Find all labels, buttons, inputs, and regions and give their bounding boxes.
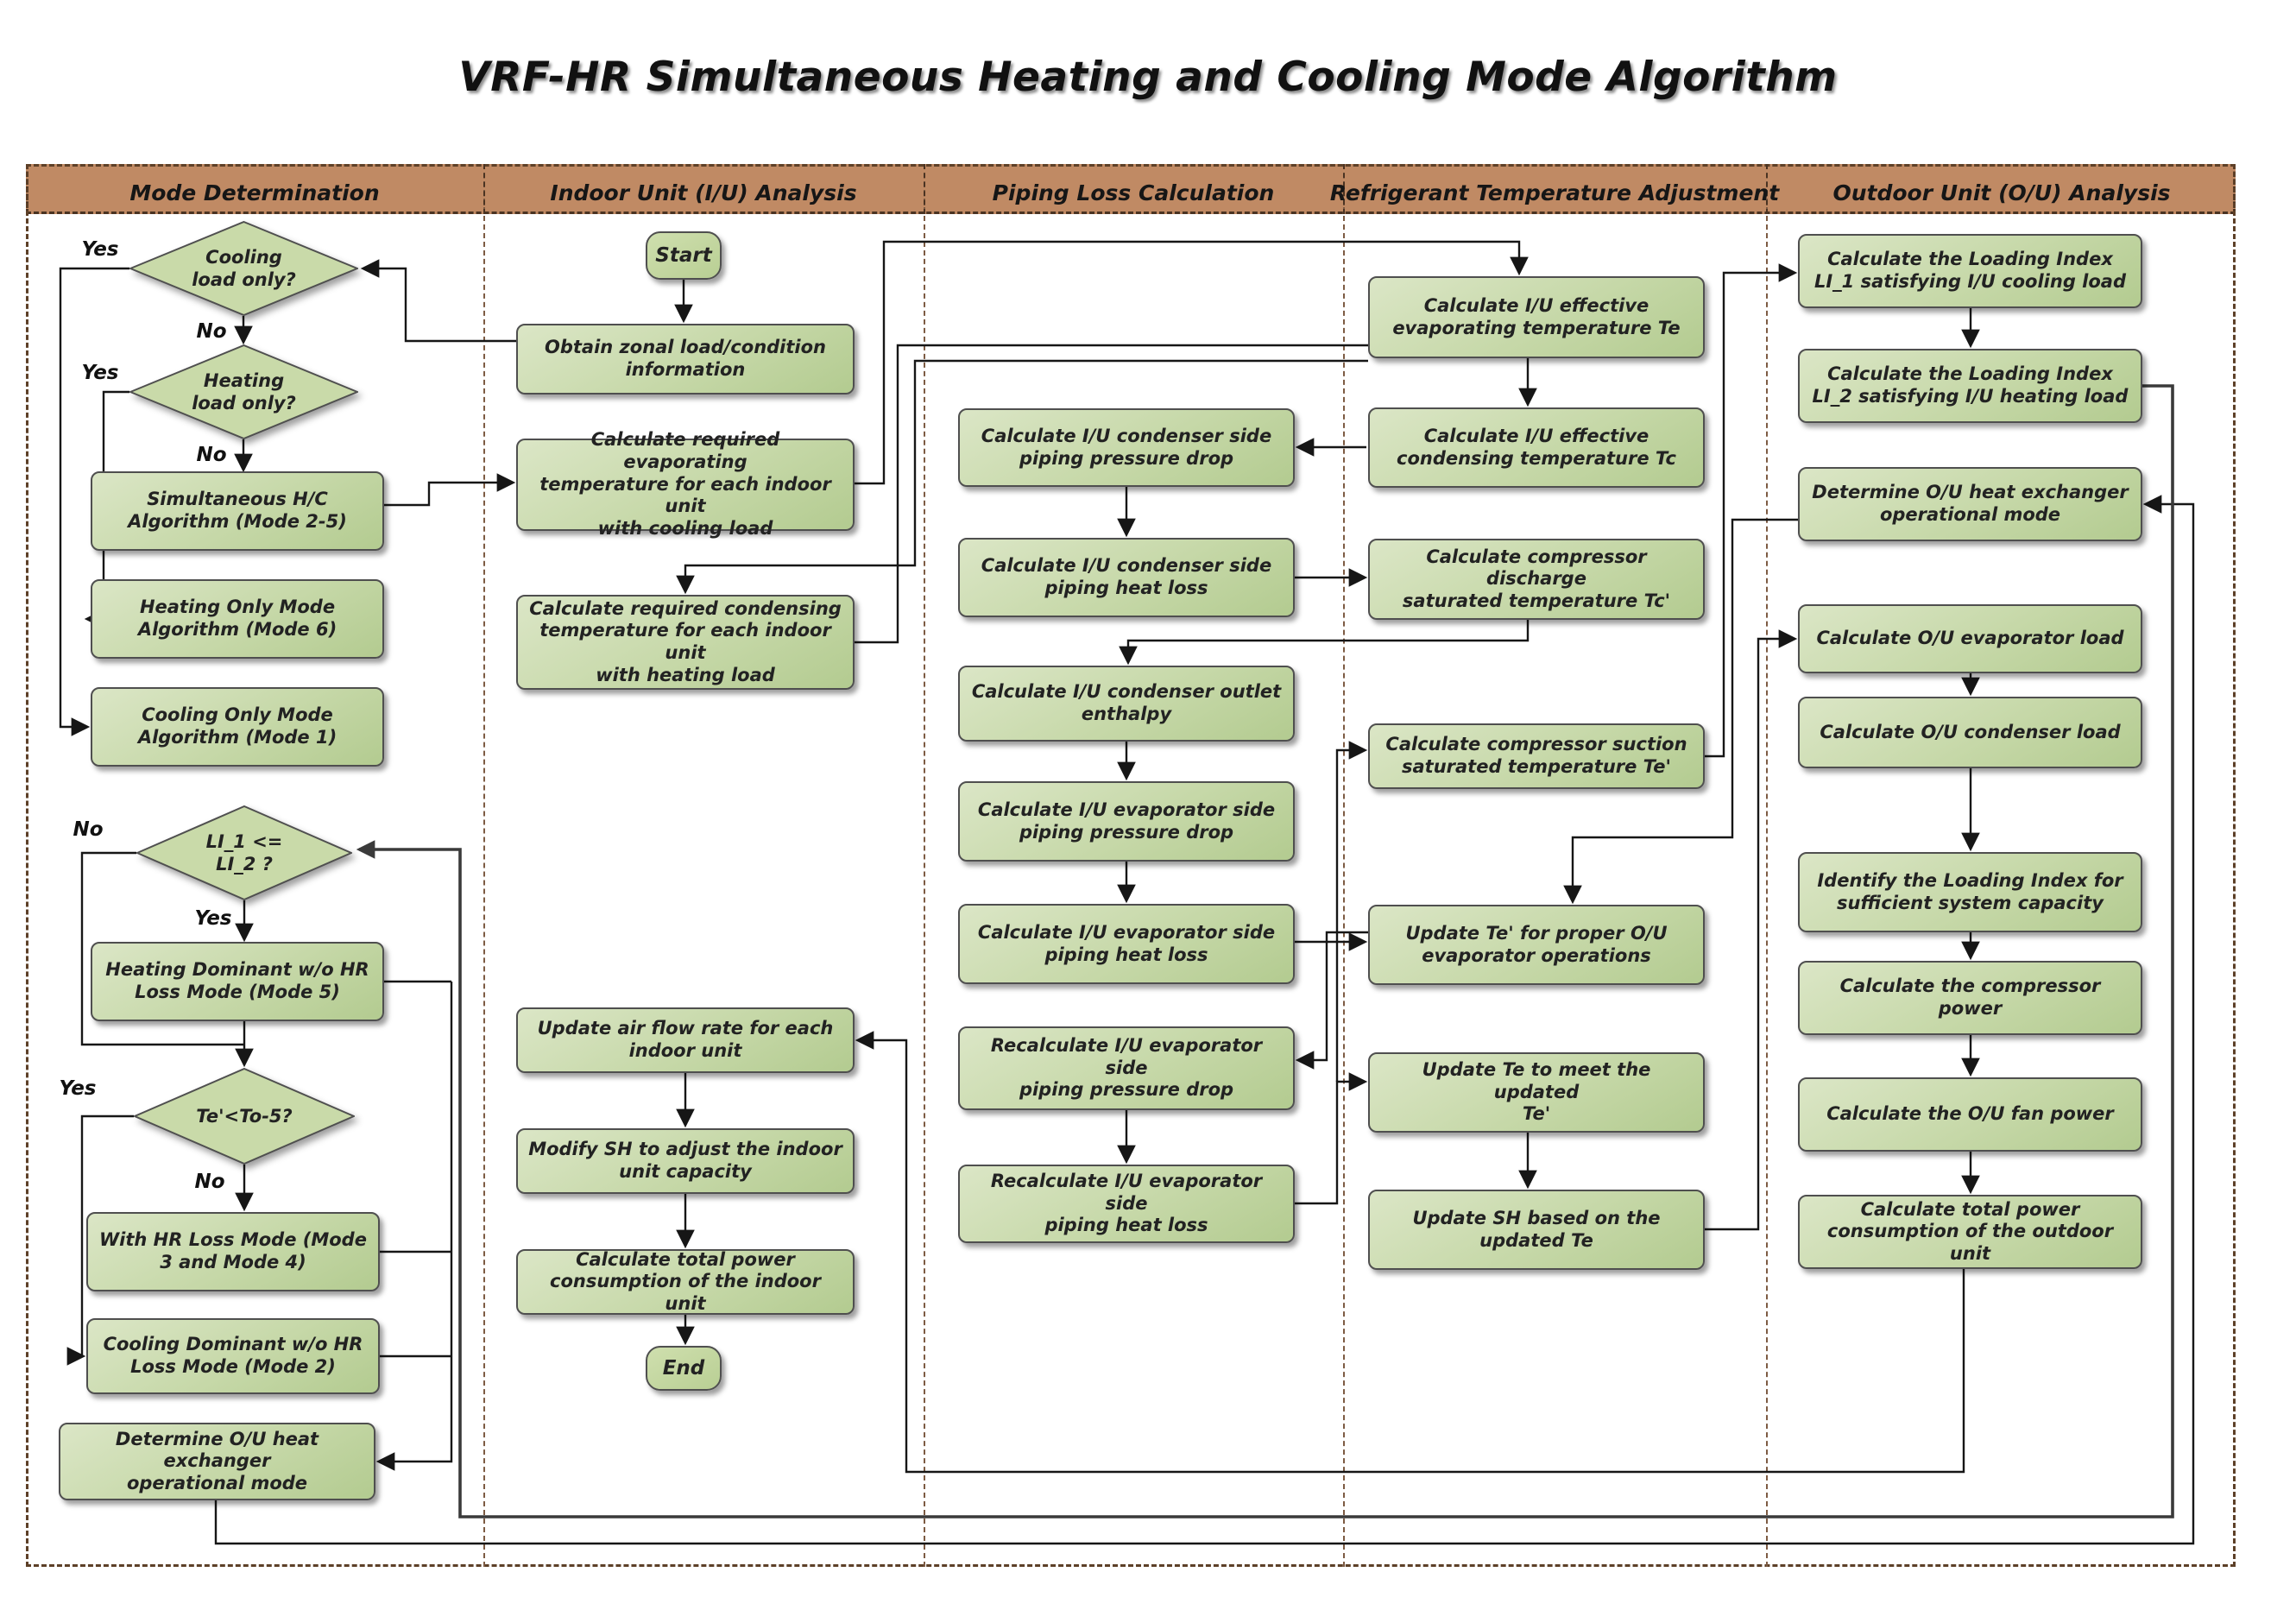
lane-separator (1766, 164, 1768, 1567)
connector-arrow (1563, 518, 1798, 905)
node-determine-ou-hx-mode-right: Determine O/U heat exchanger operational… (1798, 467, 2142, 541)
lane-header-separator (924, 164, 925, 214)
node-update-sh: Update SH based on the updated Te (1368, 1190, 1705, 1270)
connector-arrow (676, 359, 1368, 595)
node-identify-loading-index: Identify the Loading Index for sufficien… (1798, 852, 2142, 932)
node-calc-total-power-ou: Calculate total power consumption of the… (1798, 1195, 2142, 1269)
lane-header-separator (1343, 164, 1345, 214)
edge-label-yes-2: Yes (81, 362, 119, 384)
connector-arrow (360, 259, 516, 343)
node-label: LI_1 <= LI_2 ? (205, 830, 283, 874)
lane-header-0: Mode Determination (129, 180, 380, 205)
lane-header-2: Piping Loss Calculation (992, 180, 1275, 205)
connector-arrow (855, 344, 1537, 644)
node-calc-required-evap-temp: Calculate required evaporating temperatu… (516, 429, 855, 539)
node-te-lt-to5-decision: Te'<To-5? (134, 1068, 355, 1165)
lane-header-3: Refrigerant Temperature Adjustment (1329, 180, 1780, 205)
lane-separator (483, 164, 485, 1567)
node-label: Te'<To-5? (196, 1105, 293, 1127)
edge-label-no-4: No (73, 818, 104, 841)
node-calc-evap-piping-drop: Calculate I/U evaporator side piping pre… (958, 781, 1295, 862)
node-simultaneous-hc-algorithm: Simultaneous H/C Algorithm (Mode 2-5) (91, 471, 384, 551)
node-heating-load-only-decision: Heating load only? (129, 344, 358, 439)
edge-label-no-3: No (196, 444, 227, 466)
node-calc-cond-outlet-enthalpy: Calculate I/U condenser outlet enthalpy (958, 666, 1295, 742)
node-calc-compressor-power: Calculate the compressor power (1798, 961, 2142, 1035)
node-cooling-only-mode: Cooling Only Mode Algorithm (Mode 1) (91, 687, 384, 767)
node-calc-total-power-iu: Calculate total power consumption of the… (516, 1249, 855, 1315)
diamond-shape (129, 221, 358, 316)
connector-arrow (1295, 1072, 1368, 1205)
node-modify-sh: Modify SH to adjust the indoor unit capa… (516, 1128, 855, 1194)
node-calc-ou-fan-power: Calculate the O/U fan power (1798, 1077, 2142, 1152)
connector-arrow (375, 982, 453, 1471)
connector-arrow (66, 1114, 134, 1366)
node-with-hr-loss-mode: With HR Loss Mode (Mode 3 and Mode 4) (86, 1212, 380, 1291)
node-recalc-evap-piping-heat-loss: Recalculate I/U evaporator side piping h… (958, 1165, 1295, 1243)
node-calc-li2: Calculate the Loading Index LI_2 satisfy… (1798, 349, 2142, 423)
connector-arrow (59, 267, 129, 736)
lane-separator (924, 164, 925, 1567)
lane-header-separator (1766, 164, 1768, 214)
node-obtain-zonal-info: Obtain zonal load/condition information (516, 324, 855, 395)
connector-arrow (214, 495, 2195, 1545)
diamond-shape (136, 805, 352, 900)
swimlane-frame (26, 164, 2236, 1567)
lane-header-4: Outdoor Unit (O/U) Analysis (1832, 180, 2171, 205)
node-heating-dominant-mode5: Heating Dominant w/o HR Loss Mode (Mode … (91, 942, 384, 1021)
node-update-te: Update Te to meet the updated Te' (1368, 1052, 1705, 1133)
node-calc-cond-piping-heat-loss: Calculate I/U condenser side piping heat… (958, 538, 1295, 617)
node-calc-li1: Calculate the Loading Index LI_1 satisfy… (1798, 234, 2142, 308)
node-update-air-flow: Update air flow rate for each indoor uni… (516, 1007, 855, 1073)
node-calc-suction-te-prime: Calculate compressor suction saturated t… (1368, 723, 1705, 789)
node-calc-effective-tc: Calculate I/U effective condensing tempe… (1368, 407, 1705, 488)
diamond-shape (134, 1068, 355, 1165)
node-cooling-load-only-decision: Cooling load only? (129, 221, 358, 316)
node-calc-ou-cond-load: Calculate O/U condenser load (1798, 697, 2142, 768)
node-determine-ou-hx-mode-left: Determine O/U heat exchanger operational… (59, 1423, 375, 1500)
connector-arrow (356, 384, 2174, 1518)
diamond-shape (129, 344, 358, 439)
connector-arrow (1295, 931, 1368, 1070)
node-update-te-prime: Update Te' for proper O/U evaporator ope… (1368, 905, 1705, 985)
edge-label-yes-6: Yes (59, 1077, 97, 1100)
node-label: Heating load only? (192, 369, 296, 414)
node-label: Cooling load only? (192, 246, 296, 290)
node-calc-discharge-tc-prime: Calculate compressor discharge saturated… (1368, 539, 1705, 620)
lane-separator (1343, 164, 1345, 1567)
connector-arrow (1119, 620, 1530, 666)
connector-arrow (80, 851, 244, 1046)
node-calc-evap-piping-heat-loss: Calculate I/U evaporator side piping hea… (958, 904, 1295, 984)
connector-arrow (1705, 629, 1798, 1231)
connector-arrow (1705, 263, 1798, 758)
edge-label-no-1: No (196, 320, 227, 343)
edge-label-yes-5: Yes (194, 907, 232, 930)
node-cooling-dominant-mode2: Cooling Dominant w/o HR Loss Mode (Mode … (86, 1318, 380, 1394)
edge-label-yes-0: Yes (81, 238, 119, 261)
lane-header-1: Indoor Unit (I/U) Analysis (550, 180, 857, 205)
connector-arrow (1335, 741, 1368, 1082)
connector-arrow (855, 240, 1529, 485)
node-end: End (646, 1346, 722, 1391)
node-calc-ou-evap-load: Calculate O/U evaporator load (1798, 604, 2142, 673)
edge-label-no-7: No (194, 1171, 225, 1193)
node-start: Start (646, 231, 722, 280)
node-calc-effective-te: Calculate I/U effective evaporating temp… (1368, 276, 1705, 358)
diagram-title: VRF-HR Simultaneous Heating and Cooling … (458, 54, 1838, 101)
connector-arrow (855, 1031, 1965, 1474)
node-heating-only-mode: Heating Only Mode Algorithm (Mode 6) (91, 579, 384, 659)
lane-header-separator (483, 164, 485, 214)
node-calc-cond-piping-drop: Calculate I/U condenser side piping pres… (958, 408, 1295, 487)
node-li1-le-li2-decision: LI_1 <= LI_2 ? (136, 805, 352, 900)
connector-arrow (384, 473, 516, 507)
node-recalc-evap-piping-drop: Recalculate I/U evaporator side piping p… (958, 1026, 1295, 1110)
node-calc-required-cond-temp: Calculate required condensing temperatur… (516, 595, 855, 690)
